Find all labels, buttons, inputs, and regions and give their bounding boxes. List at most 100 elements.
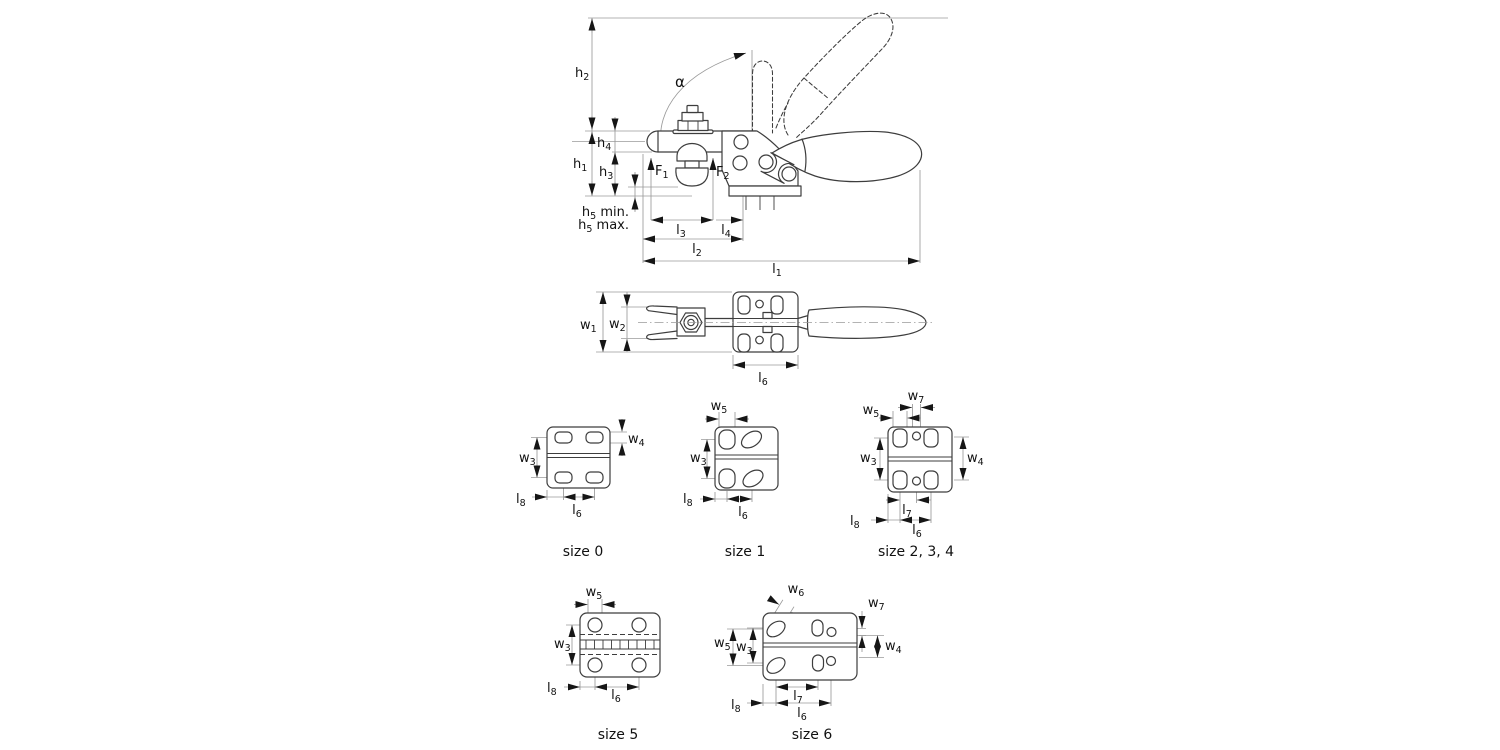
size0-arrowheads bbox=[535, 493, 595, 501]
phantom-clamp-arm bbox=[751, 60, 774, 134]
size0-caption: size 0 bbox=[563, 544, 604, 560]
size0-label-l8: l8 bbox=[516, 492, 526, 509]
size5-label-l8: l8 bbox=[547, 681, 557, 698]
size234-label-w7: w7 bbox=[908, 389, 925, 406]
size1-label-l8: l8 bbox=[683, 492, 693, 509]
plate-slot bbox=[737, 295, 751, 315]
handle-top-view bbox=[806, 306, 927, 339]
pivot-boss-upper bbox=[762, 311, 773, 320]
size0-label-w4: w4 bbox=[628, 432, 645, 449]
size234-slot bbox=[892, 428, 908, 448]
phantom-handle-grip-line bbox=[803, 77, 830, 100]
size6-label-w5: w5 bbox=[714, 636, 731, 653]
size234-label-w3: w3 bbox=[860, 451, 877, 468]
arm-edges-through-plate bbox=[733, 318, 798, 327]
size234-arrowheads bbox=[876, 516, 931, 524]
size234-caption: size 2, 3, 4 bbox=[878, 544, 954, 560]
size0-slot bbox=[554, 431, 573, 444]
toggle-link bbox=[760, 152, 795, 184]
plate-slot bbox=[770, 333, 784, 353]
plate-slot bbox=[770, 295, 784, 315]
size0-slot bbox=[585, 431, 604, 444]
pivot-boss-lower bbox=[762, 325, 773, 334]
size1-plate-ribs bbox=[715, 454, 778, 460]
size6-label-w7: w7 bbox=[868, 596, 885, 613]
dim-label-l3: l3 bbox=[676, 223, 686, 240]
dim-label-w2: w2 bbox=[609, 317, 626, 334]
size234-label-l7: l7 bbox=[902, 503, 912, 520]
bracket-hole-lower bbox=[732, 155, 748, 171]
size6-plate-ribs bbox=[763, 642, 857, 648]
size1-label-w3: w3 bbox=[690, 451, 707, 468]
size5-hole bbox=[631, 617, 647, 633]
phantom-lever-edge bbox=[775, 102, 789, 129]
plate-hole bbox=[755, 335, 764, 345]
plate-size-0: w4 w3 l8 l6 size 0 bbox=[516, 419, 645, 560]
plate-size-5: w5 w3 l8 l6 size 5 bbox=[547, 585, 661, 743]
size234-slot bbox=[892, 470, 908, 490]
fork-prong-upper bbox=[646, 305, 678, 316]
size6-label-l8: l8 bbox=[731, 698, 741, 715]
size5-hole bbox=[631, 657, 647, 673]
size6-label-l7: l7 bbox=[793, 689, 803, 706]
size234-label-l6: l6 bbox=[912, 523, 922, 540]
bracket-hole-upper bbox=[733, 134, 749, 150]
plate-hole bbox=[755, 299, 764, 309]
dim-label-h5-min: h5 min. bbox=[582, 205, 629, 222]
size1-arrowheads bbox=[703, 495, 752, 503]
size6-slot-vertical bbox=[811, 619, 824, 637]
size5-dashed-lines bbox=[580, 634, 660, 655]
size6-label-l6: l6 bbox=[797, 706, 807, 723]
handle bbox=[771, 130, 923, 183]
base-slot-ticks bbox=[745, 196, 775, 210]
size234-plate-ribs bbox=[888, 456, 952, 462]
size1-caption: size 1 bbox=[725, 544, 766, 560]
size1-label-w5: w5 bbox=[711, 399, 728, 416]
size6-hole bbox=[825, 655, 837, 667]
handle-grip-line bbox=[801, 138, 807, 172]
dim-label-h5-max: h5 max. bbox=[578, 218, 629, 235]
dim-label-l2: l2 bbox=[692, 242, 702, 259]
dim-label-h4: h4 bbox=[597, 136, 611, 153]
size5-hole bbox=[587, 657, 603, 673]
size5-label-w5: w5 bbox=[586, 585, 603, 602]
size5-label-w3: w3 bbox=[554, 637, 571, 654]
mounting-base bbox=[728, 185, 802, 197]
fork-prong-lower bbox=[646, 330, 678, 341]
clamp-side-view-parts bbox=[646, 104, 923, 210]
dim-label-h1: h1 bbox=[573, 157, 587, 174]
size6-slot-diagonal bbox=[766, 620, 786, 638]
size6-label-w4: w4 bbox=[885, 639, 902, 656]
size5-label-l6: l6 bbox=[611, 688, 621, 705]
size1-label-l6: l6 bbox=[738, 505, 748, 522]
arm-edges bbox=[704, 317, 734, 328]
size234-slot bbox=[923, 428, 939, 448]
dim-label-alpha: α bbox=[675, 73, 685, 91]
bottom-spindle bbox=[675, 142, 709, 187]
size6-hole bbox=[826, 626, 837, 638]
size0-slot bbox=[554, 471, 573, 484]
size6-caption: size 6 bbox=[792, 727, 833, 743]
link-hole-lower bbox=[781, 166, 797, 182]
size6-slot-diagonal bbox=[766, 657, 786, 674]
size0-label-w3: w3 bbox=[519, 451, 536, 468]
dim-label-h3: h3 bbox=[599, 165, 613, 182]
size0-slot bbox=[585, 471, 604, 484]
dim-label-h2: h2 bbox=[575, 66, 589, 83]
top-spindle bbox=[672, 104, 714, 135]
size234-slot bbox=[923, 470, 939, 490]
side-view: h2 α h4 h1 h3 h5 min. h5 max. F1 F2 l3 l… bbox=[572, 12, 948, 279]
size1-slot bbox=[718, 468, 736, 489]
size234-label-l8: l8 bbox=[850, 514, 860, 531]
size1-slot bbox=[718, 429, 736, 450]
size6-label-w6: w6 bbox=[788, 582, 805, 599]
top-view-dimension-lines bbox=[596, 291, 799, 369]
plate-slot bbox=[737, 333, 751, 353]
size234-center-hole bbox=[911, 431, 922, 441]
dim-label-w1: w1 bbox=[580, 318, 597, 335]
plate-size-1: w5 w3 l8 l6 size 1 bbox=[683, 399, 779, 560]
clamp-top-view-parts bbox=[646, 291, 927, 353]
dim-label-l4: l4 bbox=[721, 223, 731, 240]
